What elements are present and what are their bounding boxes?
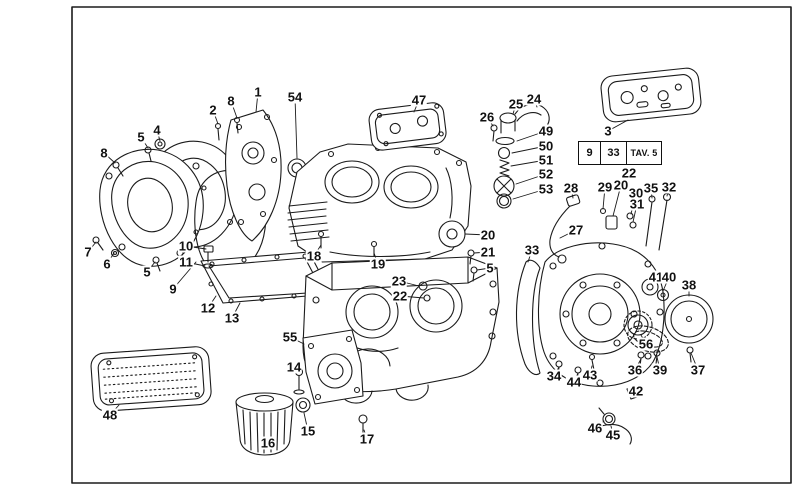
part-number-callout-39: 39 [651,362,669,378]
part-number-callout-8: 8 [226,93,236,109]
stud-part18 [317,230,325,249]
bolt-part32 [658,192,672,251]
part-number-callout-5: 5 [136,129,146,145]
oil-filler-stack-part49-53 [493,136,515,209]
part-number-callout-33: 33 [523,242,541,258]
part-number-callout-20: 20 [479,227,497,243]
cover-plate-part3 [600,67,702,123]
part-number-callout-56: 56 [637,336,655,352]
part-number-callout-14: 14 [285,359,303,375]
part-number-callout-22: 22 [391,288,409,304]
sensor-cable-part27-28 [549,194,581,264]
part-number-callout-55: 55 [281,329,299,345]
part-number-callout-46: 46 [586,420,604,436]
part-number-callout-27: 27 [567,222,585,238]
part-number-callout-53: 53 [537,181,555,197]
breather-hose-part24-25-26 [490,103,550,142]
front-cover-outer [99,148,204,267]
part-number-callout-26: 26 [478,109,496,125]
part-number-callout-23: 23 [390,273,408,289]
part-number-callout-21: 21 [479,244,497,260]
part-number-callout-50: 50 [537,138,555,154]
part-number-callout-45: 45 [604,427,622,443]
part-number-callout-31: 31 [628,196,646,212]
stud-part19 [370,240,378,257]
part-number-callout-51: 51 [537,152,555,168]
rear-cover-gasket-part33 [515,259,541,376]
rear-cover [537,242,665,387]
part-number-callout-15: 15 [299,423,317,439]
oil-sump-part48 [90,346,212,412]
part-number-callout-54: 54 [286,89,304,105]
part-number-callout-48: 48 [101,407,119,423]
part-number-callout-16: 16 [259,435,277,451]
part-number-callout-43: 43 [581,367,599,383]
part-number-callout-6: 6 [102,256,112,272]
drain-bolt-part17 [358,414,368,435]
bolt-part7 [92,236,104,251]
stud-part43 [588,353,596,371]
part-number-callout-5: 5 [142,264,152,280]
part-number-callout-22: 22 [620,165,638,181]
bolt-part8-left [112,161,124,177]
timing-cover-part1 [225,109,282,242]
table-reference-box: 9 33 TAV. 5 [578,141,662,165]
part-number-callout-47: 47 [410,92,428,108]
part-number-callout-17: 17 [358,431,376,447]
top-cover-part47 [368,102,447,151]
ref-part-number-2: 33 [601,142,627,164]
part-number-callout-7: 7 [83,244,93,260]
part-number-callout-52: 52 [537,166,555,182]
part-number-callout-30: 30 [627,185,645,201]
plug-part15 [295,397,311,413]
oil-filter-part16 [235,392,294,456]
part-number-callout-40: 40 [660,269,678,285]
part-number-callout-49: 49 [537,123,555,139]
part-number-callout-19: 19 [369,256,387,272]
part-number-callout-28: 28 [562,180,580,196]
part-number-callout-35: 35 [642,180,660,196]
part-number-callout-20: 20 [612,177,630,193]
part-number-callout-8: 8 [99,145,109,161]
part-number-callout-3: 3 [603,123,613,139]
round-cover-part38 [664,294,714,344]
part-number-callout-37: 37 [689,362,707,378]
part-number-callout-9: 9 [168,281,178,297]
part-number-callout-11: 11 [178,254,194,270]
engine-block [287,143,472,263]
part-number-callout-10: 10 [177,238,195,254]
sender-part20-29-30-31 [599,207,637,230]
part-number-callout-42: 42 [627,383,645,399]
part-number-callout-18: 18 [305,248,323,264]
bolt-part37 [686,346,694,363]
ref-plate-label: TAV. 5 [630,148,658,158]
ref-part-number-1: 9 [579,142,601,164]
bolt-part5-top [144,146,152,162]
part-number-callout-34: 34 [545,368,563,384]
part-number-callout-12: 12 [199,300,217,316]
front-lower-cover-part55 [302,329,364,405]
part-number-callout-5: 5 [485,260,495,276]
part-number-callout-25: 25 [507,96,525,112]
part-number-callout-36: 36 [626,362,644,378]
part-number-callout-44: 44 [565,374,583,390]
part-number-callout-38: 38 [680,277,698,293]
part-number-callout-1: 1 [253,84,263,100]
part-number-callout-24: 24 [525,91,543,107]
part-number-callout-32: 32 [660,179,678,195]
page-frame [71,6,792,484]
bolt-part5-left [152,256,161,272]
part-number-callout-41: 41 [647,269,665,285]
part-number-callout-4: 4 [152,122,162,138]
part-number-callout-29: 29 [596,179,614,195]
cap-part4 [154,138,166,150]
part-number-callout-2: 2 [208,102,218,118]
part-number-callout-13: 13 [223,310,241,326]
